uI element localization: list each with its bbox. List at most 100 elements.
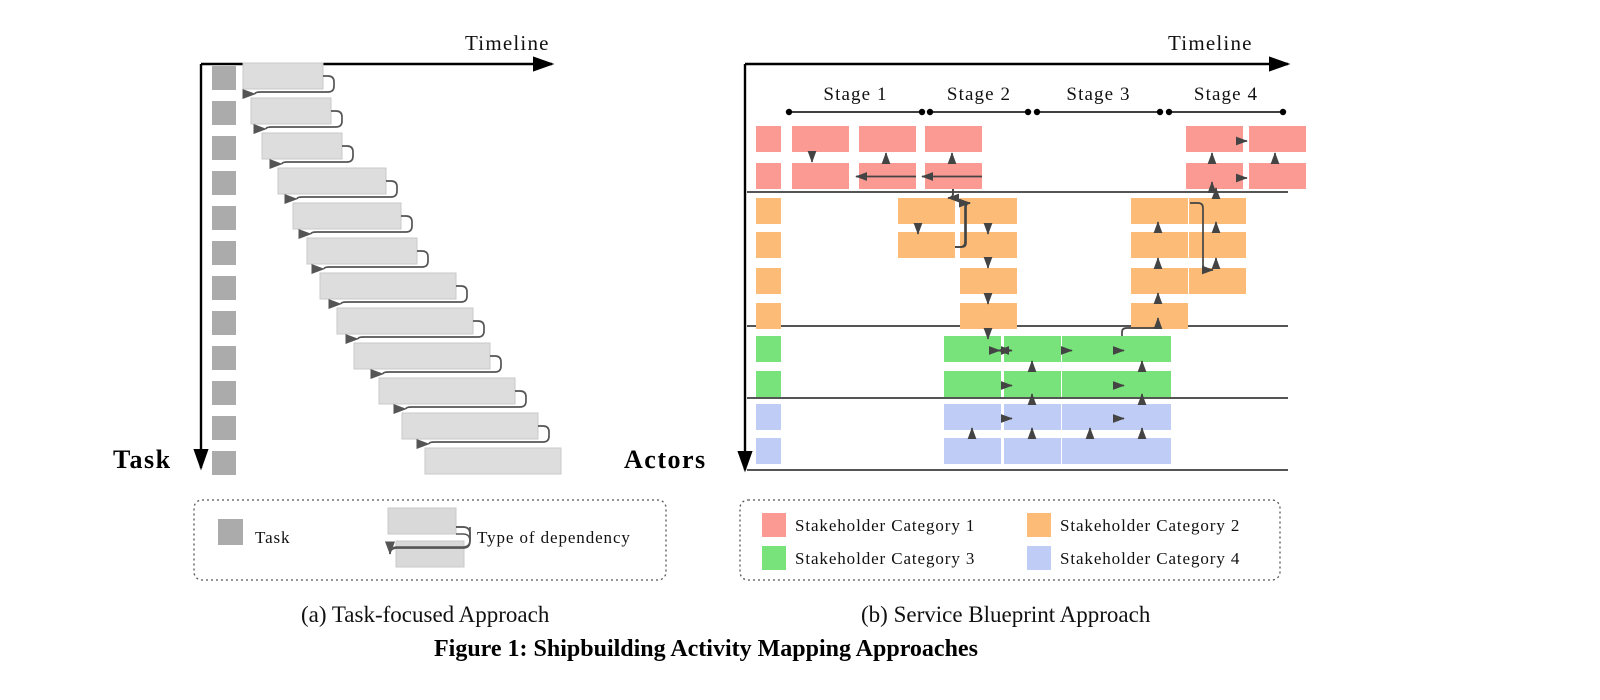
actor-stub <box>756 404 781 430</box>
actor-stub <box>756 438 781 464</box>
activity-block <box>1062 336 1119 362</box>
timeline-label-b: Timeline <box>1168 31 1253 55</box>
actor-stub <box>756 303 781 329</box>
legend-swatch-b <box>762 546 786 570</box>
legend-box-a <box>193 499 667 581</box>
stage-end-dot <box>1279 108 1287 116</box>
task-marker <box>212 451 236 475</box>
activity-arrows <box>807 136 1280 440</box>
activity-block <box>1189 198 1246 224</box>
task-marker <box>212 311 236 335</box>
task-axis-label: Task <box>113 445 172 474</box>
activity-block <box>1004 371 1061 397</box>
activity-block <box>944 371 1001 397</box>
task-bar <box>378 377 516 405</box>
task-bar <box>277 167 387 195</box>
task-marker <box>212 101 236 125</box>
legend-label-b: Stakeholder Category 3 <box>795 549 975 568</box>
actor-stub <box>756 198 781 224</box>
activity-block <box>792 126 849 152</box>
legend-label-dependency: Type of dependency <box>477 528 631 547</box>
actors-axis-label: Actors <box>624 445 707 474</box>
actor-stub <box>756 371 781 397</box>
task-bar <box>242 62 324 90</box>
activity-block <box>1186 163 1243 189</box>
stage-label: Stage 1 <box>823 84 887 105</box>
activity-block <box>944 404 1001 430</box>
stage-label: Stage 3 <box>1066 84 1130 105</box>
task-bar <box>424 447 562 475</box>
figure-title: Figure 1: Shipbuilding Activity Mapping … <box>434 636 978 662</box>
actor-stub <box>756 126 781 152</box>
activity-block <box>960 198 1017 224</box>
activity-block <box>944 438 1001 464</box>
dependency-arrow <box>260 110 343 130</box>
task-marker <box>212 66 236 90</box>
activity-block <box>1131 232 1188 258</box>
activity-block <box>1131 303 1188 329</box>
activity-block <box>960 232 1017 258</box>
activity-block <box>1189 268 1246 294</box>
stage-start-dot <box>1033 108 1041 116</box>
activity-blocks <box>756 126 1306 464</box>
actor-stub <box>756 232 781 258</box>
activity-block <box>1186 126 1243 152</box>
activity-block <box>1004 438 1061 464</box>
stage-start-dot <box>1165 108 1173 116</box>
activity-block <box>898 232 955 258</box>
stage-start-dot <box>785 108 793 116</box>
activity-block <box>1114 336 1171 362</box>
dependency-arrow <box>423 425 550 445</box>
dependency-arrow <box>276 145 354 165</box>
task-bar <box>250 97 332 125</box>
timeline-label-a: Timeline <box>465 31 550 55</box>
actor-stub <box>756 163 781 189</box>
task-marker <box>212 276 236 300</box>
task-marker <box>212 346 236 370</box>
activity-block <box>960 303 1017 329</box>
legend-swatch-b <box>762 513 786 537</box>
task-rows-a <box>212 62 562 475</box>
flow-arrow-path <box>1190 202 1214 275</box>
legend-dep-bar-top <box>387 507 457 535</box>
legend-label-b: Stakeholder Category 2 <box>1060 516 1240 535</box>
activity-block <box>1189 232 1246 258</box>
activity-block <box>1062 404 1119 430</box>
legend-label-b: Stakeholder Category 1 <box>795 516 975 535</box>
stage-label: Stage 2 <box>947 84 1011 105</box>
flow-arrow-path <box>1121 317 1163 336</box>
task-marker <box>212 241 236 265</box>
activity-block <box>1114 371 1171 397</box>
dependency-arrow <box>249 75 335 95</box>
task-marker <box>212 416 236 440</box>
panel-b: Stage 1 Stage 2 Stage 3 Stage 4 Stakeholder… <box>737 56 1306 581</box>
activity-block <box>1062 371 1119 397</box>
stage-markers: Stage 1 Stage 2 Stage 3 Stage 4 <box>785 84 1287 116</box>
task-marker <box>212 136 236 160</box>
activity-block <box>1004 404 1061 430</box>
task-marker <box>212 171 236 195</box>
activity-block <box>1131 198 1188 224</box>
activity-block <box>859 126 916 152</box>
activity-block <box>1114 438 1171 464</box>
task-bar <box>261 132 343 160</box>
legend-swatch-b <box>1027 513 1051 537</box>
flow-arrow-path <box>955 198 971 248</box>
stage-end-dot <box>1024 108 1032 116</box>
task-marker <box>212 381 236 405</box>
activity-block <box>960 268 1017 294</box>
swimlane-dividers <box>747 191 1288 471</box>
task-bar <box>401 412 539 440</box>
activity-block <box>925 126 982 152</box>
dependency-arrow <box>305 215 413 235</box>
stage-label: Stage 4 <box>1194 84 1258 105</box>
task-bar <box>306 237 418 265</box>
panel-a <box>193 56 667 581</box>
activity-block <box>1062 438 1119 464</box>
caption-panel-a: (a) Task-focused Approach <box>301 602 550 627</box>
legend-swatch-b <box>1027 546 1051 570</box>
activity-block <box>1004 336 1061 362</box>
activity-block <box>1249 163 1306 189</box>
